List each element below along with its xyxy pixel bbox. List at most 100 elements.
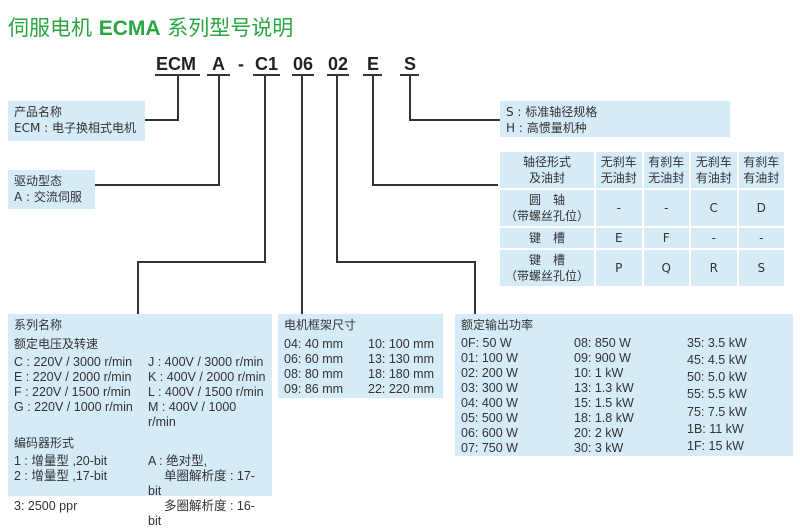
table-cell: 键 槽 （带螺丝孔位） [500,250,594,286]
code-dash: - [238,54,244,74]
encoder-item: 单圈解析度 : 17-bit [148,469,255,498]
power-item: 0F: 50 W [461,336,512,350]
code-spec: S [404,54,417,74]
voltage-heading: 额定电压及转速 [14,337,99,351]
table-header: 轴径形式 及油封 [500,152,594,188]
encoder-item: 多圈解析度 : 16-bit [148,499,255,528]
power-item: 04: 400 W [461,396,518,410]
encoder-item: 3: 2500 ppr [14,499,78,513]
power-item: 1B: 11 kW [687,421,744,436]
table-row: 键 槽 （带螺丝孔位） P Q R S [500,250,784,286]
power-column: 35: 3.5 kW 45: 4.5 kW 50: 5.0 kW 55: 5.5 kW… [687,336,747,456]
voltage-item: M : 400V / 1000 r/min [148,400,237,429]
power-item: 09: 900 W [574,351,631,365]
voltage-item: J : 400V / 3000 r/min [148,355,264,369]
table-cell: - [643,190,689,226]
frame-item: 22: 220 mm [368,382,435,396]
voltage-item: K : 400V / 2000 r/min [148,370,266,384]
encoder-heading: 编码器形式 [14,436,75,450]
drive-heading: 驱动型态 [14,174,63,188]
voltage-item: F : 220V / 1500 r/min [14,385,131,399]
power-item: 18: 1.8 kW [574,411,634,425]
series-box: 系列名称 额定电压及转速 C : 220V / 3000 r/min J : 40… [8,314,272,528]
power-heading: 额定输出功率 [461,318,534,332]
power-item: 10: 1 kW [574,366,624,380]
power-item: 03: 300 W [461,381,518,395]
table-cell: Q [643,250,689,286]
product-heading: 产品名称 [14,105,63,119]
power-item: 1F: 15 kW [687,438,744,453]
power-item: 07: 750 W [461,441,518,455]
voltage-item: L : 400V / 1500 r/min [148,385,264,399]
power-item: 45: 4.5 kW [687,353,747,368]
power-item: 75: 7.5 kW [687,404,747,419]
table-header: 有刹车 有油封 [738,152,784,188]
code-drive: A [212,54,225,74]
spec-s: S : 标准轴径规格 [506,105,598,119]
table-row: 键 槽 E F - - [500,228,784,248]
series-heading: 系列名称 [14,318,63,332]
code-power: 02 [328,54,349,74]
spec-h: H : 高惯量机种 [506,121,587,135]
table-header: 无刹车 有油封 [691,152,737,188]
drive-value: A : 交流伺服 [14,190,82,204]
connector-lines [95,74,500,315]
code-frame: 06 [293,54,314,74]
table-cell: - [738,228,784,248]
code-series: C1 [255,54,279,74]
page-title: 伺服电机 ECMA 系列型号说明 [8,16,294,40]
power-item: 13: 1.3 kW [574,381,634,395]
voltage-item: C : 220V / 3000 r/min [14,355,133,369]
table-header: 有刹车 无油封 [643,152,689,188]
power-item: 15: 1.5 kW [574,396,634,410]
table-cell: 圆 轴 （带螺丝孔位） [500,190,594,226]
voltage-item: G : 220V / 1000 r/min [14,400,133,414]
product-name-box: 产品名称 ECM : 电子换相式电机 [8,101,145,141]
power-item: 35: 3.5 kW [687,336,747,350]
table-header-row: 轴径形式 及油封 无刹车 无油封 有刹车 无油封 无刹车 有油封 有刹车 有油封 [500,152,784,188]
frame-item: 18: 180 mm [368,367,435,381]
encoder-item: A : 绝对型, [148,454,208,468]
frame-item: 09: 86 mm [284,382,344,396]
frame-item: 06: 60 mm [284,352,344,366]
table-cell: C [691,190,737,226]
table-cell: P [596,250,642,286]
encoder-item: 1 : 增量型 ,20-bit [14,454,108,468]
drive-type-box: 驱动型态 A : 交流伺服 [8,170,95,209]
table-header: 无刹车 无油封 [596,152,642,188]
table-cell: E [596,228,642,248]
power-item: 50: 5.0 kW [687,370,747,385]
code-ecm: ECM [156,54,196,74]
frame-heading: 电机框架尺寸 [284,318,357,332]
power-item: 08: 850 W [574,336,631,350]
voltage-list: C : 220V / 3000 r/min J : 400V / 3000 r/m… [14,355,266,430]
shaft-spec-box: S : 标准轴径规格 H : 高惯量机种 [500,101,730,137]
frame-item: 10: 100 mm [368,337,435,351]
table-cell: - [691,228,737,248]
frame-item: 13: 130 mm [368,352,435,366]
power-item: 55: 5.5 kW [687,387,747,402]
product-value: ECM : 电子换相式电机 [14,121,136,135]
frame-item: 08: 80 mm [284,367,344,381]
table-cell: - [596,190,642,226]
table-row: 圆 轴 （带螺丝孔位） - - C D [500,190,784,226]
power-item: 06: 600 W [461,426,518,440]
encoder-item: 2 : 增量型 ,17-bit [14,469,108,483]
power-item: 02: 200 W [461,366,518,380]
code-shaft: E [367,54,380,74]
voltage-item: E : 220V / 2000 r/min [14,370,132,384]
power-item: 05: 500 W [461,411,518,425]
power-item: 30: 3 kW [574,441,624,455]
table-cell: F [643,228,689,248]
shaft-type-table: 轴径形式 及油封 无刹车 无油封 有刹车 无油封 无刹车 有油封 有刹车 有油封… [498,150,786,288]
power-item: 20: 2 kW [574,426,624,440]
table-cell: 键 槽 [500,228,594,248]
table-cell: S [738,250,784,286]
table-cell: R [691,250,737,286]
